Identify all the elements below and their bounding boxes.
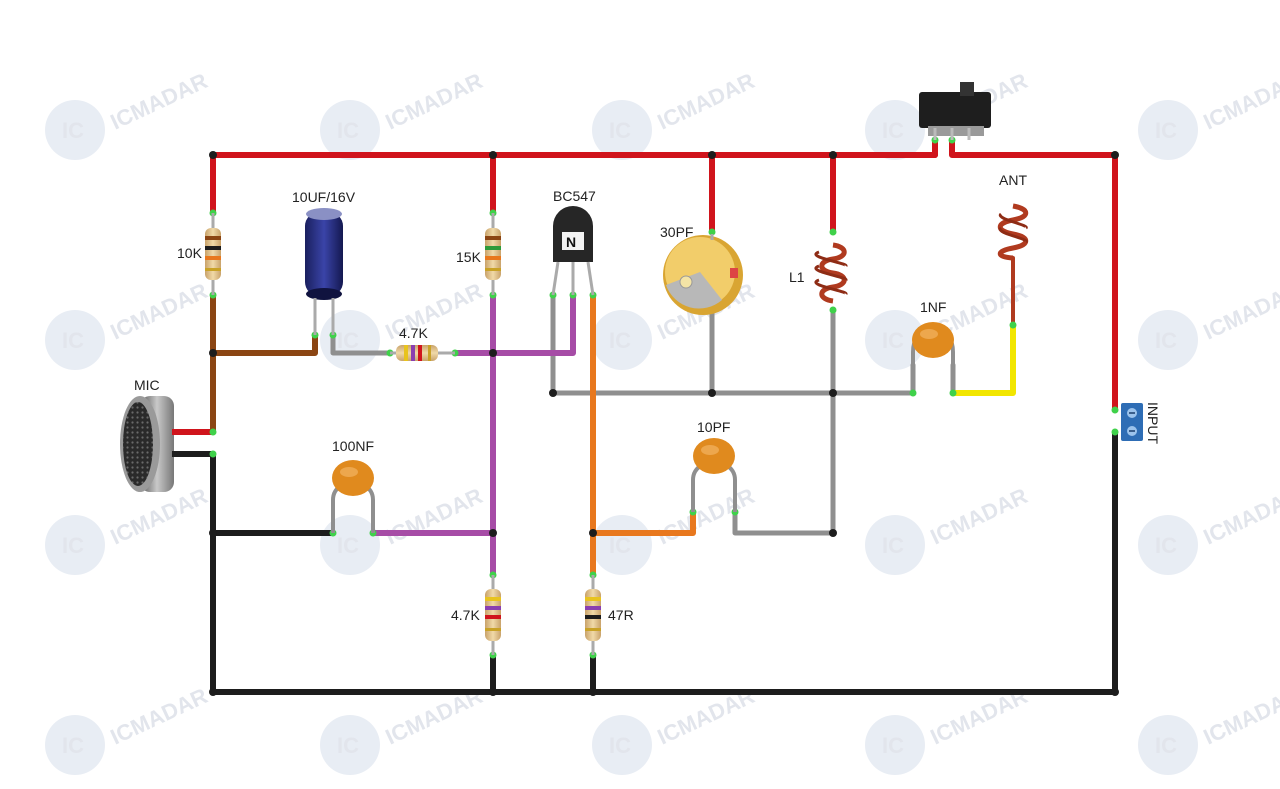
cap-10pf-label: 10PF [697, 419, 730, 435]
wire-brown [210, 292, 318, 435]
r-4k7-mid-label: 4.7K [399, 325, 428, 341]
svg-text:IC: IC [337, 733, 359, 758]
mic-label: MIC [134, 377, 160, 393]
svg-text:IC: IC [62, 733, 84, 758]
svg-text:IC: IC [609, 328, 631, 353]
svg-text:ICMADAR: ICMADAR [382, 483, 487, 550]
svg-text:IC: IC [609, 733, 631, 758]
svg-text:IC: IC [882, 533, 904, 558]
wire-yellow [950, 322, 1016, 396]
svg-text:IC: IC [62, 328, 84, 353]
svg-text:IC: IC [1155, 733, 1177, 758]
watermark-logo: IC ICMADAR [45, 278, 211, 370]
watermark-logo: IC ICMADAR [592, 68, 758, 160]
watermark-logo: IC ICMADAR [1138, 483, 1280, 575]
watermark-logo: IC ICMADAR [1138, 278, 1280, 370]
svg-text:IC: IC [882, 328, 904, 353]
svg-text:N: N [566, 234, 576, 250]
input-terminal [1121, 403, 1143, 441]
wire-orange [590, 292, 696, 578]
watermark-logo: IC ICMADAR [45, 68, 211, 160]
watermark-logo: IC ICMADAR [320, 483, 486, 575]
svg-text:ICMADAR: ICMADAR [927, 483, 1032, 550]
watermark-logo: IC ICMADAR [320, 683, 486, 775]
ceramic-capacitor-100nf [331, 460, 375, 533]
resistor-4k7-mid [390, 345, 455, 361]
watermark-logo: IC ICMADAR [45, 683, 211, 775]
inductor-label: L1 [789, 269, 805, 285]
resistor-47r [585, 575, 601, 655]
antenna-label: ANT [999, 172, 1027, 188]
svg-text:ICMADAR: ICMADAR [1200, 278, 1280, 345]
r-10k-label: 10K [177, 245, 203, 261]
svg-text:ICMADAR: ICMADAR [382, 68, 487, 135]
svg-text:IC: IC [609, 118, 631, 143]
r-4k7-bottom-label: 4.7K [451, 607, 480, 623]
cap-100nf-label: 100NF [332, 438, 374, 454]
junctions [209, 151, 1119, 696]
svg-text:IC: IC [882, 118, 904, 143]
resistor-4k7-bottom [485, 575, 501, 655]
transistor-bc547: N [551, 206, 595, 296]
ceramic-capacitor-10pf [691, 438, 737, 512]
svg-text:ICMADAR: ICMADAR [107, 278, 212, 345]
svg-text:ICMADAR: ICMADAR [654, 483, 759, 550]
svg-text:IC: IC [62, 118, 84, 143]
cap-30pf-label: 30PF [660, 224, 693, 240]
svg-text:ICMADAR: ICMADAR [1200, 68, 1280, 135]
svg-text:IC: IC [882, 733, 904, 758]
watermark-logo: IC ICMADAR [45, 483, 211, 575]
cap-1nf-label: 1NF [920, 299, 946, 315]
transistor-label: BC547 [553, 188, 596, 204]
watermark-logo: IC ICMADAR [865, 683, 1031, 775]
svg-text:ICMADAR: ICMADAR [1200, 683, 1280, 750]
svg-text:IC: IC [337, 118, 359, 143]
svg-text:ICMADAR: ICMADAR [654, 68, 759, 135]
svg-text:IC: IC [62, 533, 84, 558]
watermark-logo: IC ICMADAR [592, 683, 758, 775]
microphone [120, 396, 200, 492]
svg-text:IC: IC [1155, 118, 1177, 143]
svg-text:IC: IC [1155, 328, 1177, 353]
capacitor-10uf [305, 208, 343, 335]
watermark-logo: IC ICMADAR [1138, 68, 1280, 160]
svg-text:ICMADAR: ICMADAR [382, 278, 487, 345]
watermark-logo: IC ICMADAR [865, 483, 1031, 575]
slide-switch[interactable] [919, 82, 991, 140]
watermarks: IC ICMADAR IC ICMADAR IC ICMADAR IC ICMA… [45, 68, 1280, 775]
r-15k-label: 15K [456, 249, 482, 265]
pin-markers [209, 136, 1119, 659]
resistor-15k [485, 213, 501, 295]
antenna-coil [997, 203, 1029, 261]
svg-text:IC: IC [609, 533, 631, 558]
watermark-logo: IC ICMADAR [320, 68, 486, 160]
svg-text:IC: IC [1155, 533, 1177, 558]
watermark-logo: IC ICMADAR [1138, 683, 1280, 775]
inductor-l1 [814, 242, 848, 304]
input-label: INPUT [1145, 402, 1161, 444]
svg-text:ICMADAR: ICMADAR [107, 68, 212, 135]
ceramic-capacitor-1nf [911, 322, 955, 365]
svg-text:ICMADAR: ICMADAR [1200, 483, 1280, 550]
svg-text:IC: IC [337, 328, 359, 353]
watermark-logo: IC ICMADAR [865, 278, 1031, 370]
svg-text:IC: IC [337, 533, 359, 558]
svg-text:ICMADAR: ICMADAR [107, 483, 212, 550]
trimmer-capacitor-30pf [663, 234, 743, 315]
cap-10uf-label: 10UF/16V [292, 189, 356, 205]
r-47r-label: 47R [608, 607, 634, 623]
resistor-10k [205, 213, 221, 295]
wire-black-ground [177, 429, 1118, 695]
svg-text:ICMADAR: ICMADAR [107, 683, 212, 750]
